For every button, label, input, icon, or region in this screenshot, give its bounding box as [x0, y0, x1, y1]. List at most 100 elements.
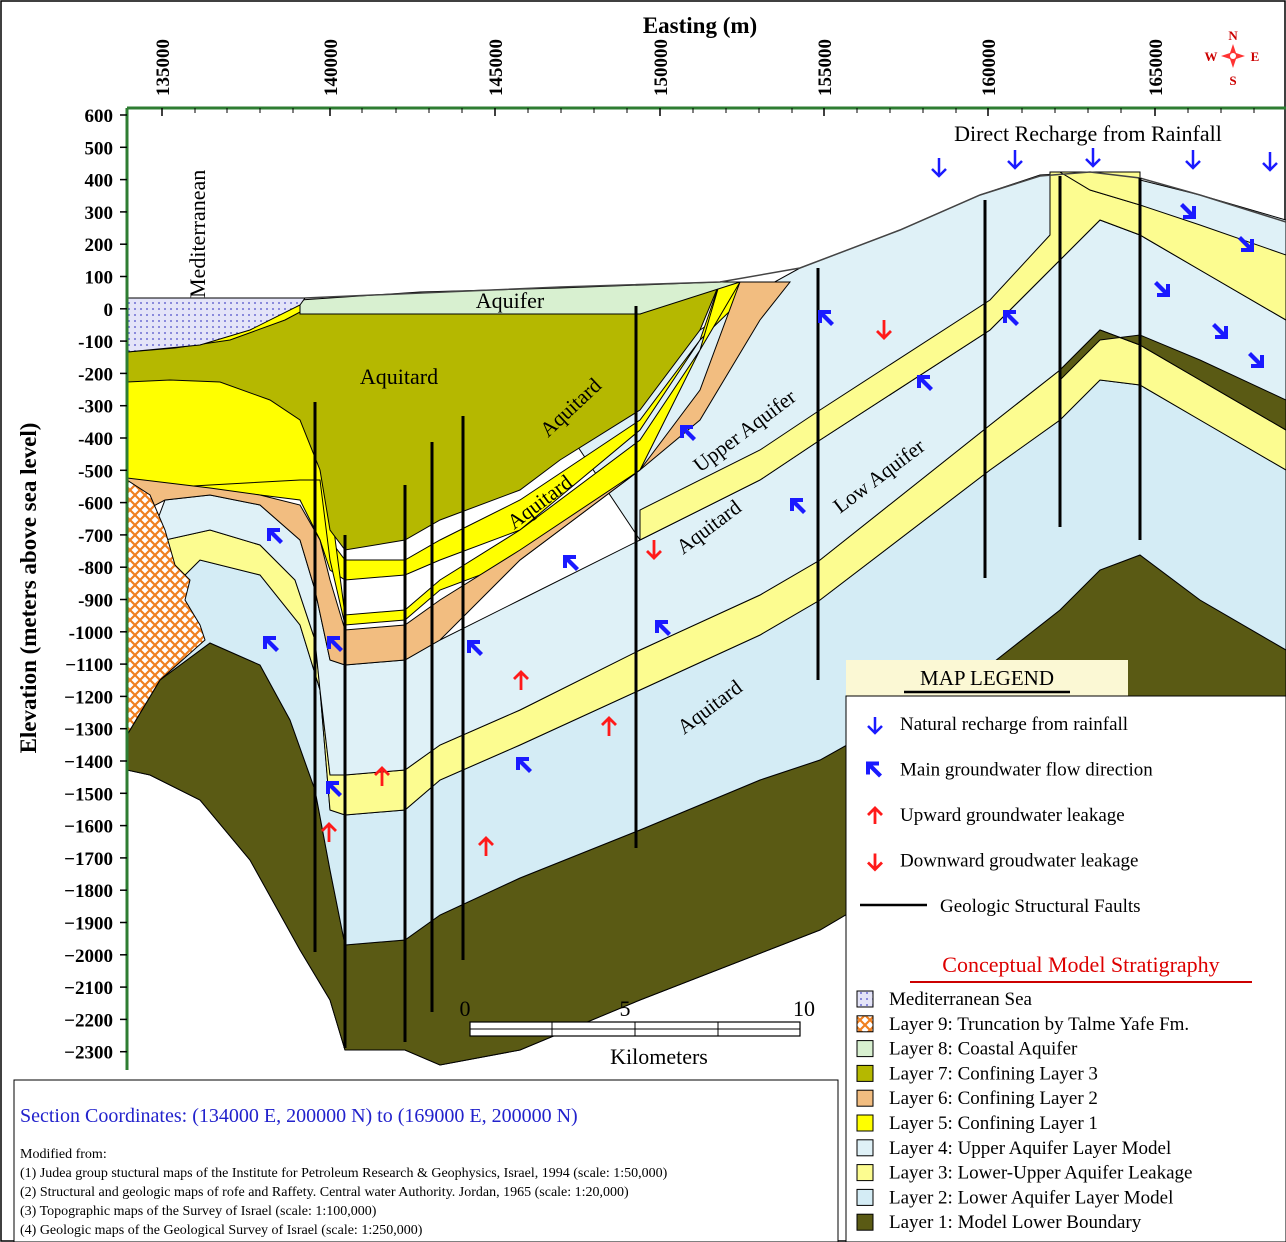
strat-item: Layer 4: Upper Aquifer Layer Model [856, 1138, 1171, 1159]
strat-swatch [856, 990, 874, 1008]
strat-item: Mediterranean Sea [856, 989, 1033, 1010]
strat-label: Layer 8: Coastal Aquifer [889, 1039, 1078, 1060]
y-tick-label: −1600 [64, 817, 113, 838]
y-tick-label: -800 [78, 558, 113, 579]
map-legend-item: Main groundwater flow direction [866, 760, 1153, 781]
y-tick-label: −1100 [65, 655, 113, 676]
compass-rose: N S E W [1205, 28, 1260, 88]
scale-0: 0 [460, 996, 471, 1021]
geologic-layers [126, 171, 1286, 1066]
axes: 6005004003002001000-100-200-300-400-500-… [64, 39, 1286, 1070]
strat-swatch [856, 1089, 874, 1107]
strat-swatch [856, 1188, 874, 1206]
strat-item: Layer 7: Confining Layer 3 [856, 1063, 1098, 1084]
y-tick-label: -600 [78, 494, 113, 515]
strat-label: Layer 5: Confining Layer 1 [889, 1113, 1098, 1134]
scale-10: 10 [793, 996, 815, 1021]
x-tick-label: 145000 [486, 39, 507, 96]
strat-item: Layer 3: Lower-Upper Aquifer Leakage [856, 1163, 1192, 1184]
y-tick-label: −1900 [64, 914, 113, 935]
strat-swatch [856, 1040, 874, 1058]
scale-unit: Kilometers [610, 1044, 708, 1069]
y-tick-label: -500 [78, 461, 113, 482]
strat-label: Layer 4: Upper Aquifer Layer Model [889, 1138, 1171, 1159]
section-coordinates: Section Coordinates: (134000 E, 200000 N… [20, 1105, 578, 1127]
y-tick-label: -200 [78, 364, 113, 385]
recharge-arrow-icon [867, 717, 883, 735]
strat-swatch [856, 1164, 874, 1182]
compass-s: S [1229, 73, 1236, 88]
strat-label: Layer 1: Model Lower Boundary [889, 1212, 1142, 1233]
y-tick-label: −2000 [64, 946, 113, 967]
x-axis-title: Easting (m) [643, 13, 757, 38]
map-legend-item: Natural recharge from rainfall [867, 714, 1128, 735]
y-tick-label: −1400 [64, 752, 113, 773]
downward-arrow-icon [867, 853, 883, 872]
y-tick-label: -100 [78, 332, 113, 353]
strat-item: Layer 2: Lower Aquifer Layer Model [856, 1187, 1173, 1208]
strat-swatch [856, 1114, 874, 1132]
compass-w: W [1205, 49, 1218, 64]
strat-label: Layer 9: Truncation by Talme Yafe Fm. [889, 1014, 1189, 1035]
y-tick-label: -400 [78, 429, 113, 450]
y-tick-label: −2200 [64, 1010, 113, 1031]
strat-title: Conceptual Model Stratigraphy [942, 952, 1219, 977]
y-tick-label: −2300 [64, 1043, 113, 1064]
y-tick-label: 0 [104, 300, 114, 321]
strat-label: Layer 3: Lower-Upper Aquifer Leakage [889, 1163, 1192, 1184]
map-legend-item: Geologic Structural Faults [860, 896, 1141, 917]
y-tick-label: -900 [78, 591, 113, 612]
x-tick-label: 165000 [1146, 39, 1167, 96]
x-tick-label: 140000 [321, 39, 342, 96]
y-tick-label: 500 [85, 138, 114, 159]
strat-swatch [856, 1064, 874, 1082]
layer7-confining-3 [126, 281, 721, 551]
upward-arrow-icon [867, 806, 883, 824]
map-legend: MAP LEGEND Natural recharge from rainfal… [845, 660, 1286, 1242]
scale-bar: 0 5 10 Kilometers [460, 996, 816, 1069]
source-4: (4) Geologic maps of the Geological Surv… [20, 1223, 423, 1238]
sources-heading: Modified from: [20, 1147, 107, 1162]
y-tick-label: -300 [78, 397, 113, 418]
strat-label: Layer 7: Confining Layer 3 [889, 1063, 1098, 1084]
label-direct-recharge: Direct Recharge from Rainfall [954, 121, 1222, 146]
y-axis-title: Elevation (meters above sea level) [16, 423, 41, 754]
source-1: (1) Judea group stuctural maps of the In… [20, 1166, 668, 1181]
scale-5: 5 [620, 996, 631, 1021]
info-box: Section Coordinates: (134000 E, 200000 N… [13, 1079, 839, 1242]
source-2: (2) Structural and geologic maps of rofe… [20, 1185, 629, 1200]
strat-label: Layer 6: Confining Layer 2 [889, 1088, 1098, 1109]
x-tick-label: 155000 [815, 39, 836, 96]
y-tick-label: -700 [78, 526, 113, 547]
strat-swatch [856, 1015, 874, 1033]
map-legend-label: Geologic Structural Faults [940, 896, 1141, 917]
map-legend-title: MAP LEGEND [920, 666, 1054, 690]
strat-item: Layer 1: Model Lower Boundary [856, 1212, 1142, 1233]
strat-label: Layer 2: Lower Aquifer Layer Model [889, 1187, 1173, 1208]
y-axis-ticks: 6005004003002001000-100-200-300-400-500-… [64, 106, 127, 1064]
y-tick-label: 200 [85, 235, 114, 256]
y-tick-label: 400 [85, 171, 114, 192]
layer9-truncation [126, 479, 206, 737]
flow-arrow-icon [866, 761, 882, 778]
y-tick-label: 300 [85, 203, 114, 224]
compass-n: N [1228, 28, 1238, 43]
x-tick-label: 135000 [153, 39, 174, 96]
strat-swatch [856, 1139, 874, 1157]
strat-item: Layer 5: Confining Layer 1 [856, 1113, 1098, 1134]
x-tick-label: 150000 [651, 39, 672, 96]
y-tick-label: −1800 [64, 881, 113, 902]
strat-item: Layer 9: Truncation by Talme Yafe Fm. [856, 1014, 1189, 1035]
y-tick-label: -1000 [69, 623, 113, 644]
label-aquifer: Aquifer [476, 288, 545, 313]
label-mediterranean: Mediterranean [185, 170, 210, 298]
strat-label: Mediterranean Sea [889, 989, 1033, 1010]
map-legend-label: Upward groundwater leakage [900, 805, 1125, 826]
y-tick-label: −1300 [64, 720, 113, 741]
y-tick-label: −1500 [64, 784, 113, 805]
strat-item: Layer 8: Coastal Aquifer [856, 1039, 1078, 1060]
map-legend-item: Downward groudwater leakage [867, 851, 1138, 872]
source-3: (3) Topographic maps of the Survey of Is… [20, 1204, 377, 1219]
map-legend-label: Downward groudwater leakage [900, 851, 1138, 872]
